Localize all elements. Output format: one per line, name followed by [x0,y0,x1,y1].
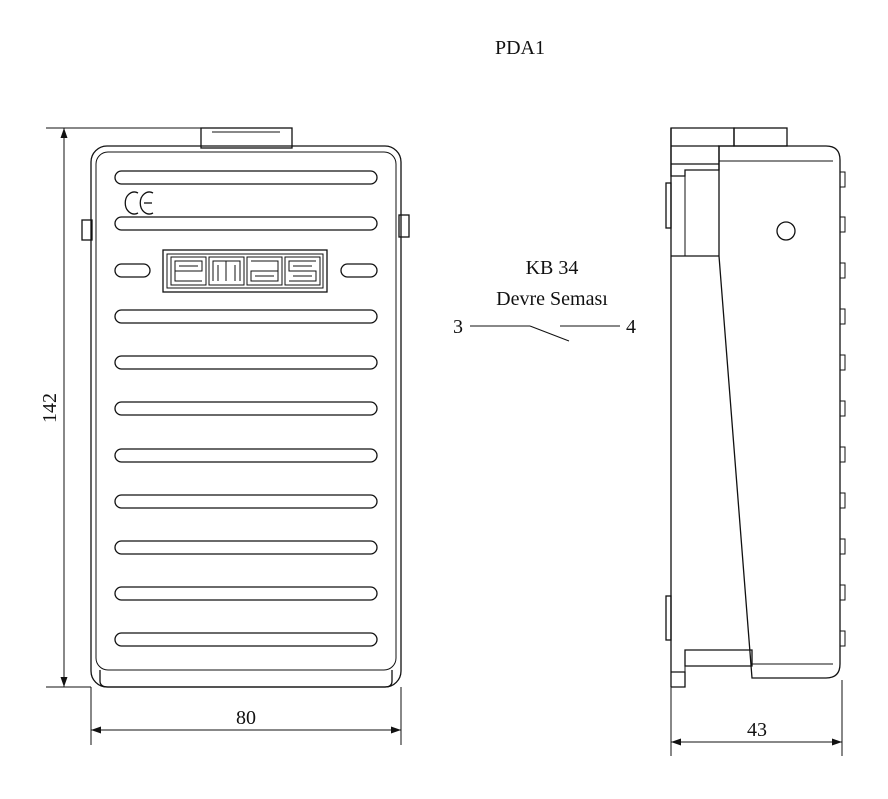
side-ribs [839,171,846,647]
vent-slot [114,216,378,231]
vent-slot [114,540,378,555]
side-view [665,127,846,688]
circuit-model: KB 34 [526,257,579,279]
side-clip-bottom [665,595,672,641]
height-dimension: 142 [39,127,201,688]
ce-mark [124,191,154,215]
width-label: 80 [236,707,256,729]
vent-slot [114,448,378,463]
width-dimension: 80 [90,687,402,745]
contact-switch [529,325,570,342]
right-clip [398,214,410,238]
vent-slot [114,170,378,185]
terminal-3-label: 3 [453,316,463,338]
vent-slot [114,401,378,416]
terminal-4-label: 4 [626,316,636,338]
depth-label: 43 [747,719,767,741]
front-view [81,127,410,688]
vent-slot [114,355,378,370]
vent-slot [114,632,378,647]
side-clip-top [665,182,672,229]
front-bezel [95,151,397,671]
indicator-hole [776,221,796,241]
drawing-title: PDA1 [495,37,545,59]
vent-slots [114,170,378,647]
vent-slot [114,586,378,601]
side-body [718,145,841,679]
emas-logo [162,249,328,293]
top-connector [200,127,293,149]
vent-slot [114,263,151,278]
circuit-caption: Devre Seması [496,288,608,310]
side-top-connector [733,127,788,147]
vent-slot [114,309,378,324]
left-clip [81,219,93,241]
vent-slot [340,263,378,278]
front-body [90,145,402,688]
circuit-diagram: KB 34 Devre Seması 3 4 [453,257,636,342]
depth-dimension: 43 [670,680,843,756]
vent-slot [114,494,378,509]
height-label: 142 [39,393,61,423]
